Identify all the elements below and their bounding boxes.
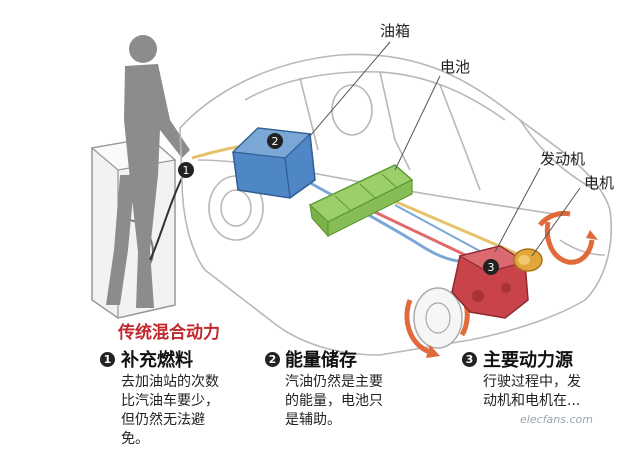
step-3-number: 3 — [462, 352, 477, 367]
step-3-desc: 行驶过程中，发动机和电机在... — [483, 374, 581, 409]
drive-arrow — [538, 210, 598, 265]
label-fuel-tank: 油箱 — [380, 22, 411, 40]
step-2-title: 能量储存 — [285, 350, 357, 371]
step-1-number: 1 — [100, 352, 115, 367]
step-1-title: 补充燃料 — [121, 350, 193, 371]
legend-title: 传统混合动力 — [118, 323, 220, 343]
leader-lines — [309, 41, 581, 257]
electric-motor — [513, 248, 543, 272]
watermark: elecfans.com — [520, 413, 593, 426]
step-3-title: 主要动力源 — [483, 350, 573, 371]
person-silhouette — [106, 35, 190, 308]
engine-block — [451, 245, 529, 319]
marker-1: 1 — [178, 162, 194, 178]
svg-text:2: 2 — [272, 135, 279, 148]
svg-text:1: 1 — [183, 164, 190, 177]
fuel-tank — [231, 127, 316, 199]
svg-text:3: 3 — [488, 261, 495, 274]
label-motor: 电机 — [584, 174, 615, 192]
battery-pack — [308, 164, 414, 238]
marker-2: 2 — [267, 133, 283, 149]
label-battery: 电池 — [440, 58, 471, 76]
step-1-desc: 去加油站的次数比汽油车要少，但仍然无法避免。 — [121, 374, 219, 447]
step-2-number: 2 — [265, 352, 280, 367]
step-2-desc: 汽油仍然是主要的能量，电池只是辅助。 — [285, 374, 383, 428]
label-engine: 发动机 — [540, 150, 586, 168]
marker-3: 3 — [483, 259, 499, 275]
